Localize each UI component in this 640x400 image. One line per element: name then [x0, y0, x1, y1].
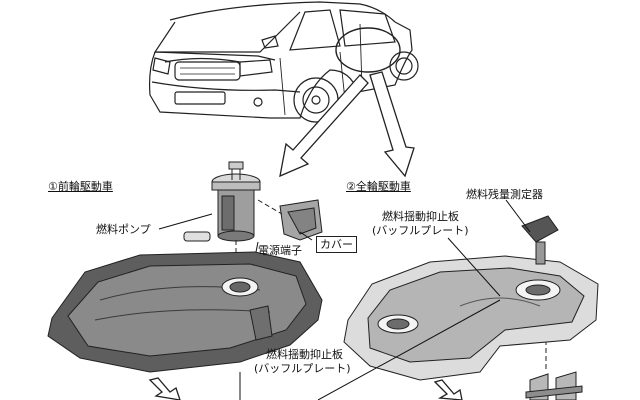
bracket-parts: [525, 371, 583, 400]
label-baffle-fwd-line2: (バッフルプレート): [254, 362, 351, 375]
label-baffle-fwd-line1: 燃料揺動抑止板: [266, 348, 343, 361]
label-cover: カバー: [316, 236, 357, 253]
label-baffle-awd-line1: 燃料揺動抑止板: [382, 210, 459, 223]
fuel-tank-fwd: [47, 251, 323, 373]
leader-lines: [158, 199, 531, 400]
section-title-awd: ②全輪駆動車: [346, 180, 411, 193]
car-illustration: [148, 1, 419, 123]
cover-illustration: [279, 199, 323, 241]
fuel-gauge-sender-illustration: [521, 215, 559, 265]
label-fuel-gauge-sender: 燃料残量測定器: [466, 188, 543, 201]
section-title-fwd: ①前輪駆動車: [48, 180, 113, 193]
pointer-arrows: [148, 71, 463, 400]
label-fuel-pump: 燃料ポンプ: [96, 223, 151, 236]
fuel-tank-awd: [343, 255, 599, 381]
label-baffle-awd-line2: (バッフルプレート): [372, 224, 469, 237]
fuel-pump-illustration: [183, 161, 261, 242]
label-power-terminal: 電源端子: [258, 244, 302, 257]
